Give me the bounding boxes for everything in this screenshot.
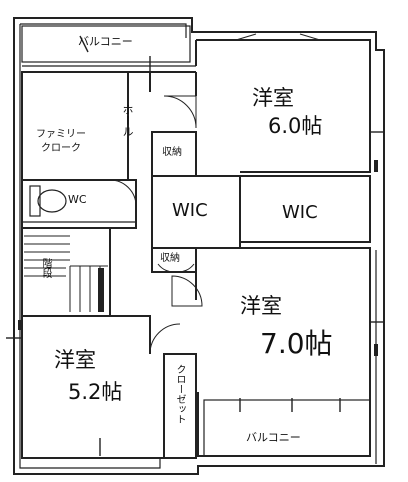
stairs-label: 階段 [40, 258, 51, 278]
balcony-bottom-label: バルコニー [246, 431, 301, 444]
wc-label: WC [68, 193, 87, 206]
western-6-label: 洋室 [252, 86, 294, 110]
closet-label: クローゼット [174, 364, 185, 424]
inner-wall-line [19, 23, 187, 469]
door-hall [163, 95, 197, 129]
door-storage-2 [157, 263, 195, 273]
balcony-top-label: バルコニー [78, 35, 133, 48]
toilet-icon [29, 185, 67, 217]
storage-1-label: 収納 [162, 147, 182, 158]
storage-2-label: 収納 [160, 253, 180, 264]
door-balcony-top [235, 33, 321, 41]
door-western-52 [149, 323, 181, 355]
family-cloak-label: ファミリー クローク [36, 129, 86, 154]
wic-1-label: WIC [172, 200, 208, 221]
balcony-bottom-rail [203, 399, 371, 457]
western-52-size: 5.2帖 [68, 380, 123, 404]
wic-2-label: WIC [282, 202, 318, 223]
stairs-wall [21, 227, 111, 317]
balcony-top-rail [21, 25, 191, 63]
outer-wall [13, 17, 385, 475]
door-wc [109, 179, 137, 207]
western-52-label: 洋室 [54, 348, 96, 372]
western-52-wall [21, 315, 164, 459]
family-cloak-wall [21, 71, 129, 181]
door-western-7 [171, 275, 203, 307]
western-7-size: 7.0帖 [260, 327, 333, 360]
western-6-size: 6.0帖 [268, 114, 323, 138]
closet-wall [163, 353, 197, 459]
hall-label: ホール [121, 104, 134, 137]
western-7-label: 洋室 [240, 294, 282, 318]
